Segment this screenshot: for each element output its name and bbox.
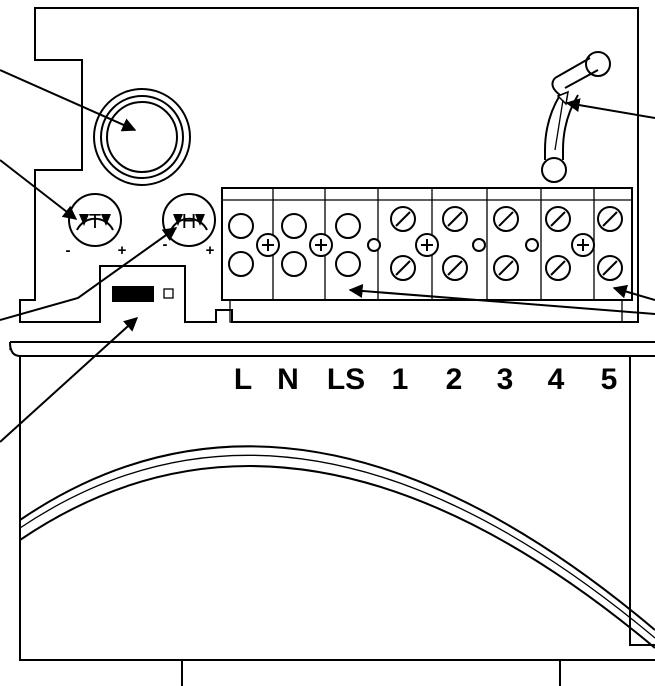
terminal-label-ls: LS — [327, 363, 365, 396]
terminal-label-2: 2 — [446, 363, 463, 396]
leader-lines — [0, 69, 655, 443]
terminal-label-n: N — [277, 363, 299, 396]
timer-adjust-knob: T - + — [66, 193, 127, 259]
timer-plus-label: + — [118, 242, 127, 259]
leader-to-terminal-5 — [612, 284, 655, 301]
leader-to-jumper — [0, 317, 139, 443]
terminal-label-l: L — [234, 363, 252, 396]
slotted-screws — [390, 206, 623, 281]
humidity-minus-label: - — [163, 236, 168, 253]
phillips-screws — [256, 233, 595, 257]
lower-housing-body — [19, 356, 183, 686]
timer-minus-label: - — [66, 242, 71, 259]
leader-to-cable-clip — [565, 98, 655, 119]
fan-shroud-inner — [19, 465, 655, 649]
leader-to-timer-knob — [0, 159, 78, 220]
jumper-switch — [112, 286, 174, 302]
clamp-rings — [228, 213, 361, 277]
humidity-plus-label: + — [206, 242, 215, 259]
timer-knob-letter: T — [89, 211, 101, 233]
terminal-label-5: 5 — [601, 363, 618, 396]
terminal-block — [221, 187, 633, 323]
leader-to-humidity-knob — [0, 227, 178, 321]
humidity-knob-letter: H — [182, 211, 196, 233]
leader-to-clamp — [348, 284, 655, 315]
indicator-lens — [93, 88, 191, 186]
fan-shroud-outer — [19, 445, 655, 631]
terminal-label-3: 3 — [497, 363, 514, 396]
terminal-label-1: 1 — [392, 363, 409, 396]
cable-clip — [541, 51, 611, 183]
leader-to-lens — [0, 69, 137, 132]
terminal-label-4: 4 — [548, 363, 565, 396]
humidity-adjust-knob: H - + — [162, 193, 216, 259]
terminal-labels: L N LS 1 2 3 4 5 — [234, 363, 618, 396]
